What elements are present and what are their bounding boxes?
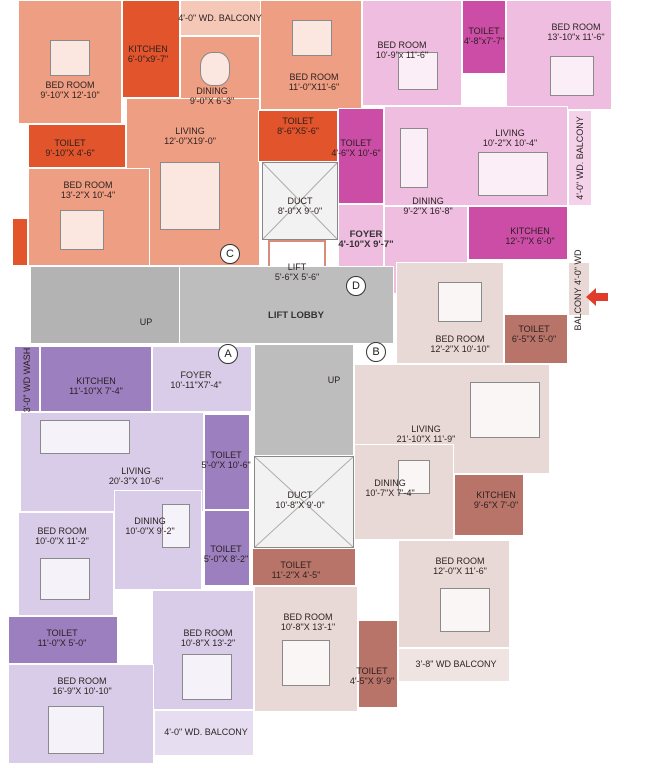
label-lift-lobby: LIFT LOBBY [268,310,324,321]
room-b-balcony [398,648,510,682]
flat-marker-d: D [346,276,366,296]
label-a-balcony: 4'-0" WD. BALCONY [164,727,248,737]
entry-arrow-icon [586,288,608,306]
room-b-kitchen [454,474,524,536]
room-b-toilet2 [252,548,356,586]
label-b-balcony: 3'-8" WD BALCONY [415,659,497,669]
room-d-toilet2 [338,108,384,204]
stair-left [30,266,180,344]
bed-furniture [40,558,90,600]
room-d-kitchen [468,206,568,260]
room-a-balcony [154,710,254,756]
room-c-balcony [180,0,262,36]
room-b-toilet1 [504,314,568,364]
room-c-edge [12,218,28,266]
sofa-furniture [470,382,540,438]
flat-marker-a: A [218,344,238,364]
flat-marker-b: B [366,342,386,362]
room-a-kitchen [40,346,152,412]
sofa-furniture [478,152,548,196]
sofa-furniture [40,420,130,454]
label-c-balcony: 4'-0" WD. BALCONY [178,13,262,23]
room-d-toilet1 [462,0,506,74]
bed-furniture [440,588,490,632]
duct-top [262,162,338,240]
label-stair-up-center: UP [327,375,341,385]
bed-furniture [282,640,330,686]
room-b-balcony-right [568,262,590,316]
stair-center [254,344,354,456]
duct-bottom [254,456,354,548]
bed-furniture [292,20,332,56]
label-b-balcony-right: BALCONY 4'-0" WD [573,249,583,331]
room-b-toilet3 [358,620,398,708]
dining-table [162,504,190,548]
label-a-wash: 3'-0" WD WASH [22,347,32,413]
bed-furniture [398,52,438,90]
label-d-balcony: 4'-0" WD. BALCONY [575,116,585,200]
bed-furniture [50,40,90,76]
room-a-wash [14,346,40,412]
room-c-kitchen [122,0,180,98]
dining-table [400,128,428,188]
sofa-furniture [160,162,220,230]
room-a-toilet2 [204,510,250,586]
label-stair-up-left: UP [139,317,153,327]
flat-marker-c: C [220,244,240,264]
room-d-balcony [568,110,592,206]
room-c-toilet2 [258,110,338,162]
dining-table [398,460,430,494]
room-a-toilet1 [204,414,250,510]
bed-furniture [182,654,232,700]
room-a-toilet3 [8,616,118,664]
bed-furniture [438,282,482,322]
dining-table [200,52,230,86]
bed-furniture [60,210,104,250]
bed-furniture [550,56,594,96]
room-c-toilet1 [28,124,126,168]
bed-furniture [48,706,104,754]
